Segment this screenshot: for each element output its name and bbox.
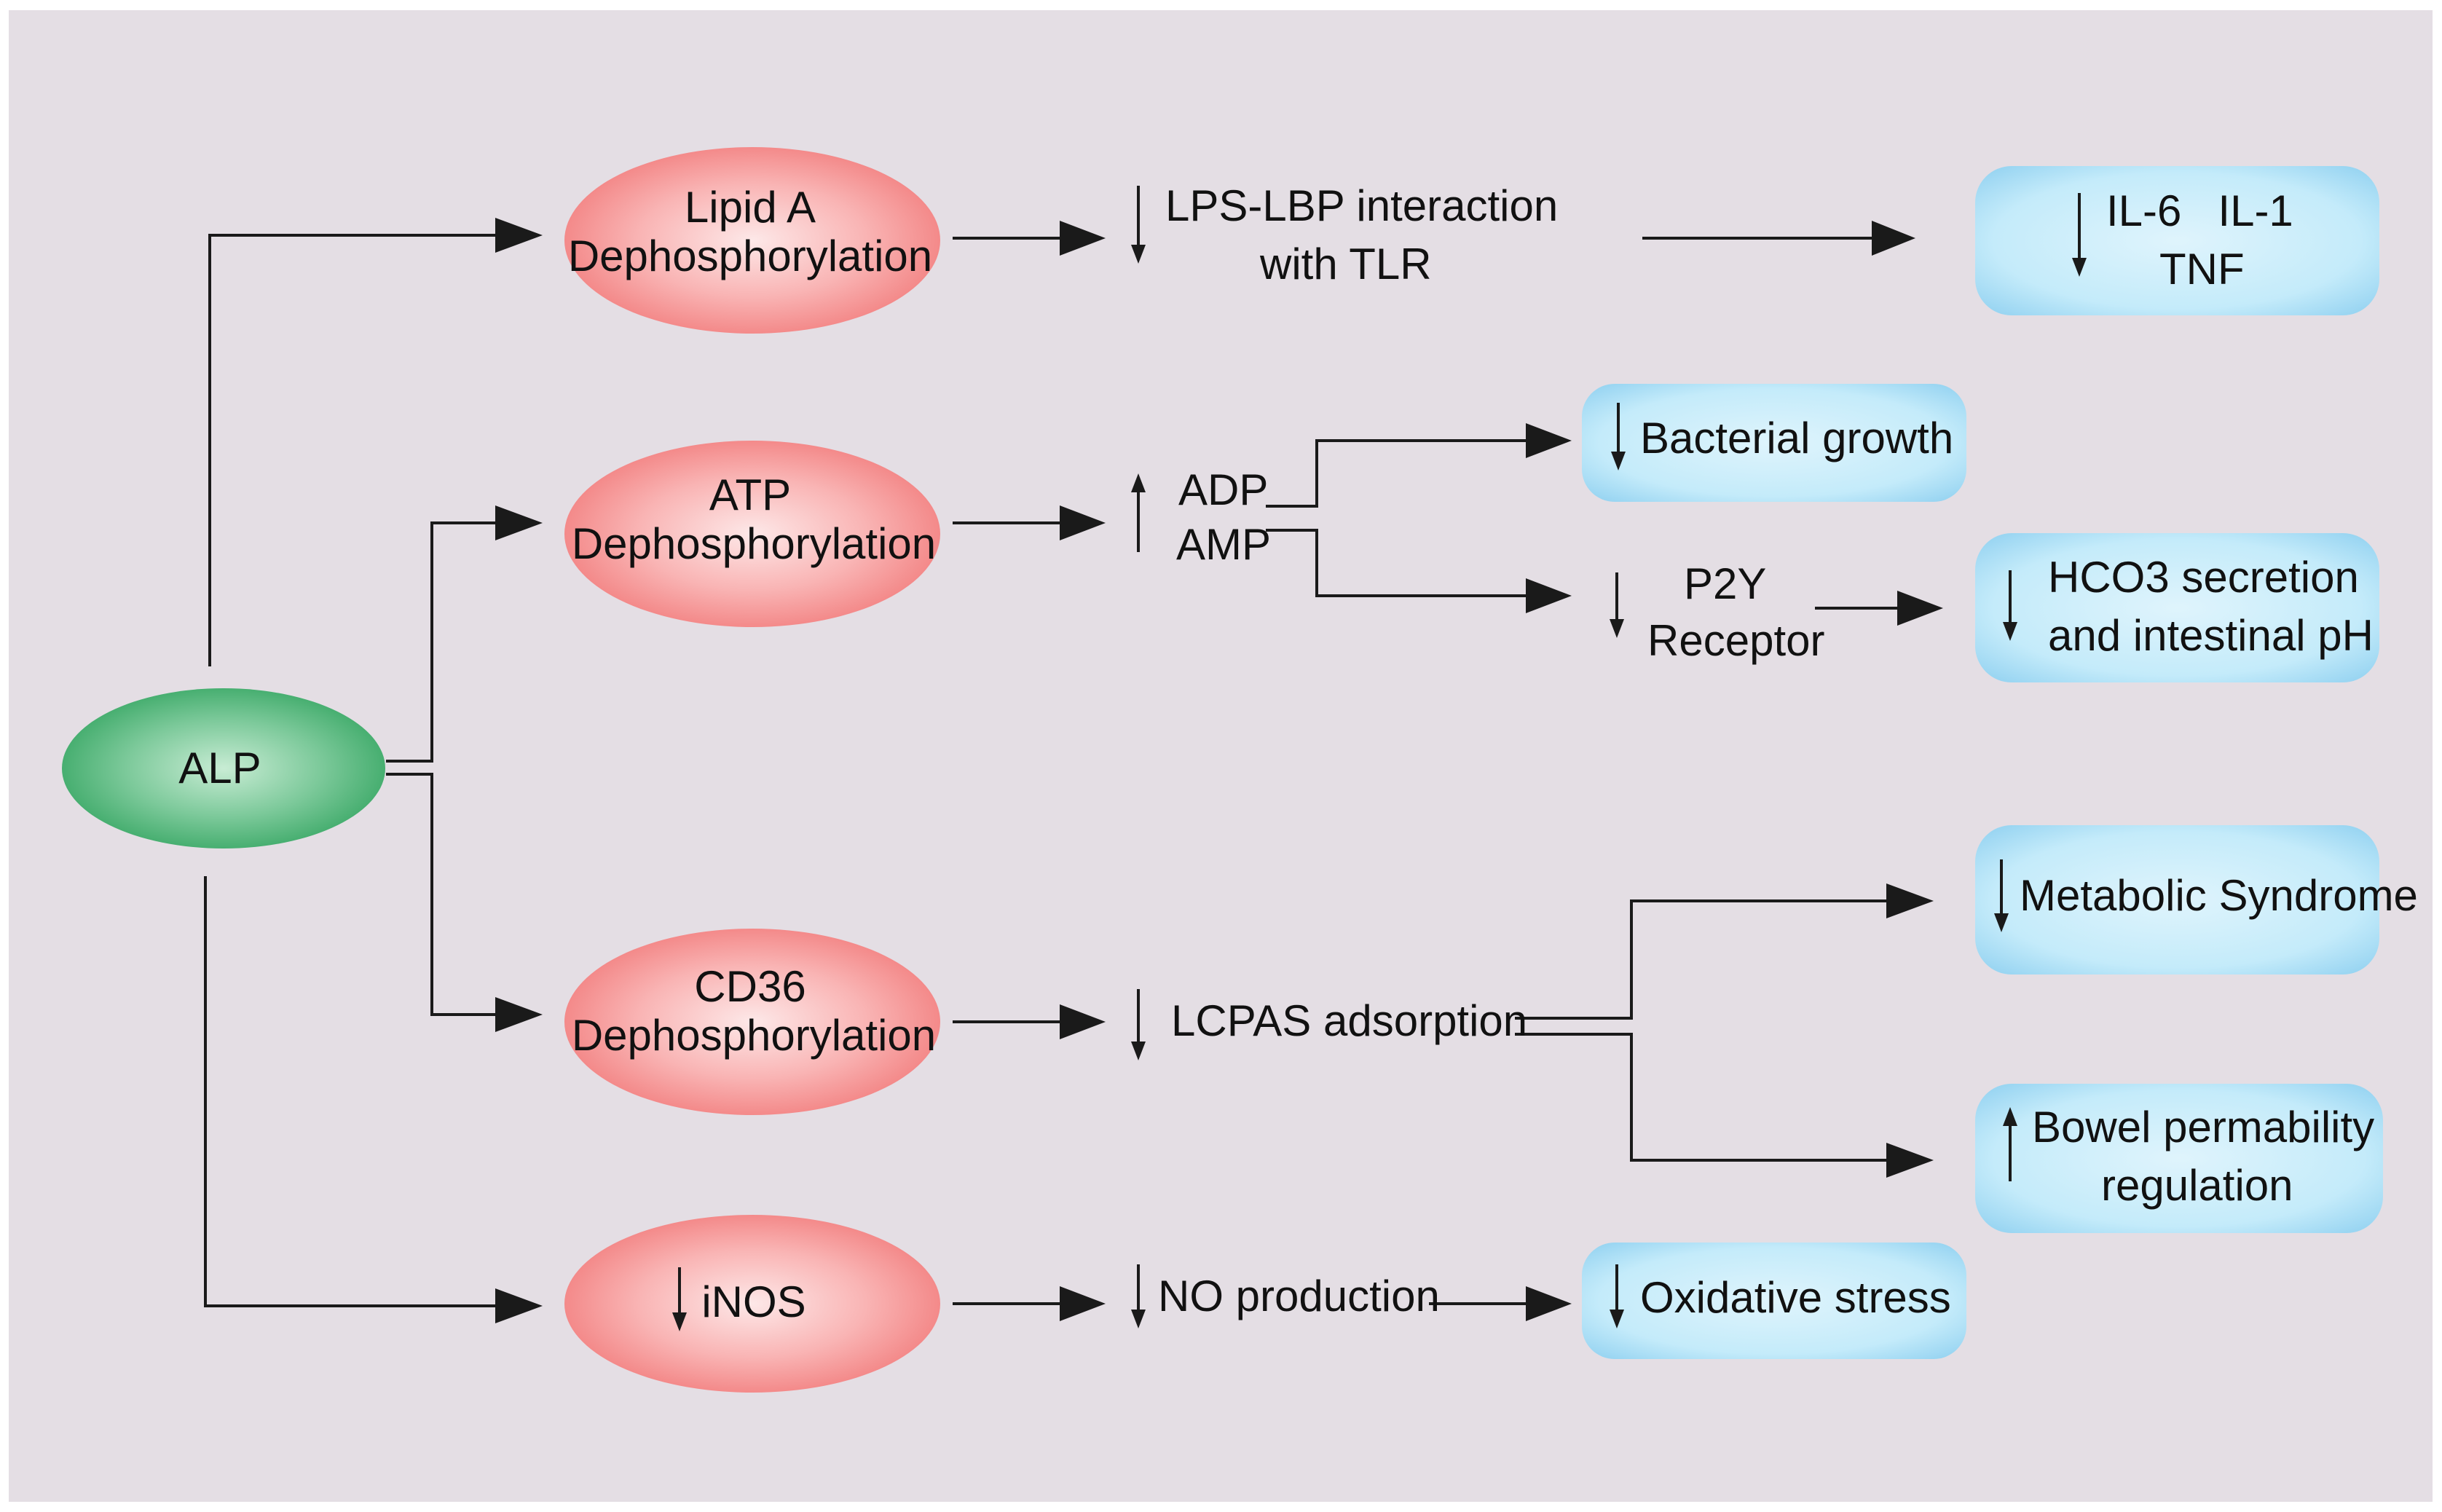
connector-alp-atp — [386, 521, 495, 763]
cd36-label-line2: Dephosphorylation — [572, 1011, 936, 1060]
down-arrow-icon — [2072, 193, 2087, 277]
up-arrow-icon — [2003, 1107, 2017, 1181]
oxidative-stress-label: Oxidative stress — [1640, 1273, 1951, 1322]
arrowhead — [1060, 221, 1106, 256]
outcome-bacterial-growth: Bacterial growth — [1582, 384, 1966, 502]
metabolic-syndrome-label: Metabolic Syndrome — [2020, 871, 2418, 920]
down-arrow-icon — [1994, 859, 2009, 932]
down-arrow-icon — [672, 1267, 687, 1331]
arrowhead — [495, 218, 543, 253]
lipid-a-node: Lipid A Dephosphorylation — [564, 147, 940, 334]
down-arrow-icon — [1610, 572, 1624, 638]
connector-alp-cd36 — [386, 773, 495, 1016]
p2y-label-line2: Receptor — [1647, 616, 1824, 665]
connector-adp-bacterial — [1266, 439, 1526, 508]
lcpas-label: LCPAS adsorption — [1171, 996, 1527, 1045]
arrowhead — [1060, 505, 1106, 540]
connector-alp-inos — [204, 876, 495, 1307]
atp-label-line2: Dephosphorylation — [572, 519, 936, 568]
outcome-hco3: HCO3 secretion and intestinal pH — [1975, 533, 2379, 682]
down-arrow-icon — [1611, 403, 1626, 470]
alp-node: ALP — [62, 688, 385, 848]
bacterial-growth-label: Bacterial growth — [1640, 414, 1953, 462]
connector-alp-lipid-a — [208, 234, 495, 666]
amp-label: AMP — [1176, 520, 1271, 569]
cd36-node: CD36 Dephosphorylation — [564, 929, 940, 1115]
bowel-line2: regulation — [2101, 1161, 2293, 1210]
adp-label: ADP — [1178, 465, 1268, 514]
connector-amp-p2y — [1266, 529, 1526, 597]
cytokines-line2: TNF — [2159, 245, 2245, 294]
outcome-bowel-permability: Bowel permability regulation — [1975, 1084, 2383, 1233]
arrowhead — [495, 505, 543, 540]
arrowhead — [1060, 1286, 1106, 1321]
inos-label: iNOS — [701, 1277, 806, 1326]
arrowhead — [495, 1288, 543, 1323]
arrowhead — [1526, 423, 1572, 458]
connector-lcpas-bowel — [1515, 1033, 1886, 1162]
arrowhead — [1526, 578, 1572, 613]
down-arrow-icon — [1131, 186, 1146, 264]
down-arrow-icon — [1131, 989, 1146, 1060]
inos-node: iNOS — [564, 1215, 940, 1393]
no-production-label: NO production — [1158, 1272, 1440, 1320]
bowel-line1: Bowel permability — [2032, 1103, 2374, 1151]
up-arrow-icon — [1131, 473, 1146, 552]
cd36-label-line1: CD36 — [694, 962, 806, 1011]
arrowhead — [1886, 883, 1934, 918]
arrowhead — [1872, 221, 1915, 256]
p2y-label-line1: P2Y — [1684, 559, 1766, 608]
arrowhead — [1886, 1143, 1934, 1178]
arrowhead — [1897, 591, 1943, 626]
alp-label: ALP — [178, 744, 261, 792]
down-arrow-icon — [1131, 1264, 1146, 1328]
connector-lcpas-metabolic — [1515, 899, 1886, 1020]
outcome-oxidative-stress: Oxidative stress — [1582, 1243, 1966, 1359]
atp-node: ATP Dephosphorylation — [564, 441, 940, 627]
arrowhead — [495, 997, 543, 1032]
arrowhead — [1526, 1286, 1572, 1321]
cytokines-line1: IL-6 IL-1 — [2106, 186, 2293, 235]
lps-lbp-label-line1: LPS-LBP interaction — [1165, 181, 1558, 230]
down-arrow-icon — [2003, 570, 2017, 641]
arrowhead — [1060, 1004, 1106, 1039]
lps-lbp-label-line2: with TLR — [1259, 240, 1432, 288]
lipid-a-label-line1: Lipid A — [685, 183, 816, 232]
down-arrow-icon — [1610, 1264, 1624, 1328]
lipid-a-label-line2: Dephosphorylation — [568, 232, 932, 280]
hco3-line2: and intestinal pH — [2048, 611, 2374, 660]
hco3-line1: HCO3 secretion — [2048, 553, 2359, 602]
outcome-metabolic-syndrome: Metabolic Syndrome — [1975, 825, 2418, 974]
outcome-cytokines: IL-6 IL-1 TNF — [1975, 166, 2379, 315]
atp-label-line1: ATP — [709, 470, 791, 519]
